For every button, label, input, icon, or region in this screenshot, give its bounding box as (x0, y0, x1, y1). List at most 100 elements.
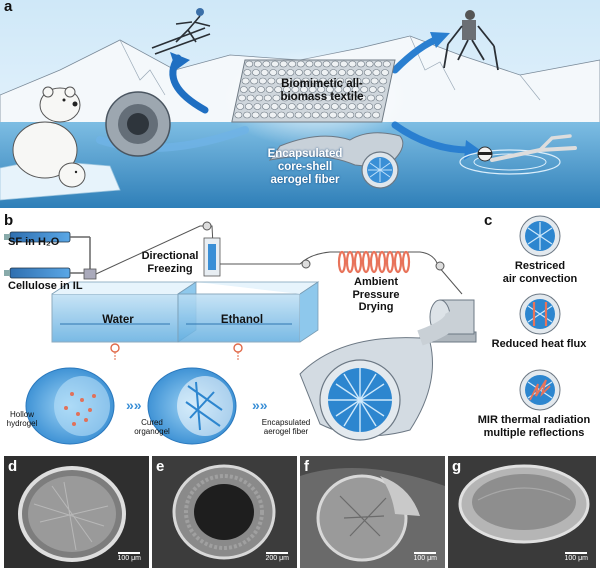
svg-text:»»: »» (126, 397, 142, 413)
knit-loop (365, 60, 374, 68)
knit-loop (338, 69, 346, 76)
knit-loop (274, 86, 283, 93)
knit-loop (351, 86, 360, 93)
knit-loop (279, 103, 288, 110)
knit-loop (282, 86, 291, 93)
panel-a: a Biomimetic all- biomass textile Encaps… (0, 0, 600, 208)
knit-loop (243, 69, 252, 76)
knit-loop (260, 111, 269, 119)
knit-loop (291, 86, 300, 93)
knit-loop (305, 103, 313, 110)
knit-loop (312, 69, 321, 76)
knit-loop (286, 69, 295, 76)
sem-g-label: g (452, 458, 462, 475)
sem-e-scalebar: 200 μm (266, 552, 289, 562)
knit-loop (265, 86, 274, 93)
mechanism-radiation: MIR thermal radiation multiple reflectio… (477, 414, 591, 439)
sem-e-label: e (156, 458, 165, 475)
knit-loop (317, 86, 326, 93)
knit-loop (354, 111, 363, 119)
knit-loop (325, 86, 334, 93)
knit-loop (329, 69, 338, 76)
knit-loop (372, 111, 380, 119)
mechanism-radiation-icon (519, 369, 561, 411)
knit-loop (339, 103, 348, 110)
bath-water-label: Water (102, 314, 134, 326)
knit-loop (370, 77, 379, 85)
knit-loop (362, 77, 370, 85)
knit-loop (346, 69, 355, 76)
knit-loop (257, 86, 265, 93)
knit-loop (303, 69, 312, 76)
sem-f-label: f (304, 458, 309, 475)
knit-loop (310, 77, 319, 85)
step-drying: Ambient Pressure Drying (352, 276, 400, 314)
knit-loop (372, 69, 381, 76)
knit-loop (244, 103, 253, 110)
knit-loop (377, 86, 386, 93)
knit-loop (367, 94, 375, 102)
knit-loop (234, 111, 243, 119)
knit-loop (368, 86, 377, 93)
knit-loop (331, 60, 340, 68)
sem-g-image (448, 456, 596, 568)
knit-loop (270, 103, 279, 110)
panel-b-label: b (4, 212, 14, 229)
textile-label: Biomimetic all- biomass textile (280, 78, 364, 104)
knit-loop (339, 60, 348, 68)
sem-panel-d: d 100 μm (4, 456, 149, 568)
syringe-cellulose (4, 267, 90, 279)
mechanism-convection: Restriced air convection (502, 260, 578, 285)
panel-b-process: »» »» (4, 221, 477, 445)
knit-loop (379, 77, 388, 85)
knit-loop (353, 77, 362, 85)
knit-loop (303, 111, 312, 119)
knit-loop (289, 94, 298, 102)
knit-loop (355, 69, 364, 76)
knit-loop (324, 94, 332, 102)
encapsulated-aerogel-fiber (299, 306, 462, 441)
mechanism-heatflux-icon (519, 293, 561, 335)
knit-loop (253, 60, 262, 68)
knit-loop (373, 103, 382, 110)
knit-loop (296, 60, 305, 68)
skier-icon (151, 8, 211, 55)
arrow-to-swimmer (391, 121, 474, 154)
step-freezing: Directional Freezing (141, 250, 199, 275)
knit-loop (363, 111, 372, 119)
knit-loop (301, 77, 310, 85)
knit-loop (343, 86, 351, 93)
knit-loop (334, 86, 343, 93)
knit-loop (255, 94, 264, 102)
knit-loop (344, 77, 353, 85)
knit-loop (238, 94, 246, 102)
polar-bear-icon (12, 86, 86, 188)
knit-loop (363, 69, 372, 76)
drying-coil (337, 250, 411, 274)
knit-loop (322, 103, 331, 110)
input-sf: SF in H₂O (8, 236, 60, 248)
sem-f-scalebar: 100 μm (414, 552, 437, 562)
knit-loop (329, 111, 337, 119)
sem-d-image (4, 456, 149, 568)
hollow-hydrogel (25, 367, 115, 445)
knit-loop (360, 86, 369, 93)
knit-loop (375, 94, 384, 102)
knit-loop (243, 111, 251, 119)
knit-loop (322, 60, 331, 68)
knit-loop (346, 111, 355, 119)
knit-loop (272, 94, 281, 102)
knit-loop (311, 111, 320, 119)
knit-loop (246, 94, 255, 102)
knit-loop (300, 86, 308, 93)
knit-loop (382, 60, 391, 68)
hiker-icon (443, 10, 499, 71)
knit-loop (252, 69, 260, 76)
knit-loop (277, 69, 286, 76)
knit-loop (349, 94, 358, 102)
knit-loop (239, 86, 248, 93)
knit-loop (277, 111, 286, 119)
knit-loop (293, 77, 302, 85)
knit-loop (358, 94, 367, 102)
knit-pattern (234, 60, 391, 119)
